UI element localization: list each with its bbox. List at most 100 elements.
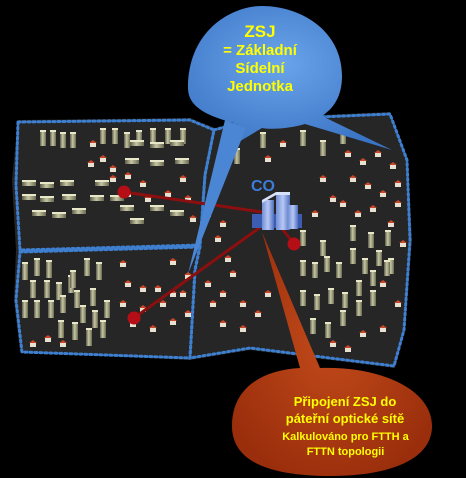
apartment-block-icon — [320, 140, 326, 156]
house-icon — [184, 310, 192, 317]
apartment-block-icon — [180, 128, 186, 144]
apartment-block-icon — [350, 248, 356, 264]
house-icon — [339, 200, 347, 207]
house-icon — [379, 325, 387, 332]
house-icon — [169, 258, 177, 265]
house-icon — [354, 210, 362, 217]
zsj-zone-border — [14, 245, 202, 360]
house-icon — [109, 175, 117, 182]
apartment-block-icon — [120, 205, 134, 211]
house-icon — [219, 290, 227, 297]
house-icon — [264, 290, 272, 297]
apartment-block-icon — [130, 140, 144, 146]
apartment-block-icon — [112, 128, 118, 144]
apartment-block-icon — [150, 128, 156, 144]
apartment-block-icon — [86, 328, 92, 346]
apartment-block-icon — [350, 225, 356, 241]
zsj-definition-line: Jednotka — [227, 78, 293, 95]
apartment-block-icon — [40, 196, 54, 202]
connection-title-line: páteřní optické sítě — [285, 411, 405, 426]
apartment-block-icon — [90, 288, 96, 306]
apartment-block-icon — [104, 300, 110, 318]
apartment-block-icon — [362, 258, 368, 274]
network-node-icon — [287, 237, 301, 251]
apartment-block-icon — [170, 210, 184, 216]
house-icon — [394, 200, 402, 207]
apartment-block-icon — [110, 195, 124, 201]
apartment-block-icon — [22, 180, 36, 186]
apartment-block-icon — [22, 300, 28, 318]
house-icon — [364, 182, 372, 189]
zsj-definition-line: = Základní — [223, 42, 297, 59]
apartment-block-icon — [72, 322, 78, 340]
buildings-layer — [22, 128, 407, 352]
house-icon — [119, 300, 127, 307]
zsj-callout — [188, 6, 392, 150]
house-icon — [179, 175, 187, 182]
house-icon — [159, 300, 167, 307]
apartment-block-icon — [48, 300, 54, 318]
house-icon — [279, 140, 287, 147]
apartment-block-icon — [92, 310, 98, 328]
house-icon — [311, 210, 319, 217]
apartment-block-icon — [34, 258, 40, 276]
apartment-block-icon — [385, 230, 391, 246]
apartment-block-icon — [356, 300, 362, 316]
connection-callout-subtitle: Kalkulováno pro FTTH a FTTN topologii — [258, 430, 433, 460]
apartment-block-icon — [40, 182, 54, 188]
apartment-block-icon — [356, 280, 362, 296]
apartment-block-icon — [175, 158, 189, 164]
fiber-link — [123, 190, 263, 214]
apartment-block-icon — [34, 300, 40, 318]
house-icon — [189, 215, 197, 222]
apartment-block-icon — [56, 282, 62, 300]
house-icon — [87, 160, 95, 167]
apartment-block-icon — [96, 262, 102, 280]
house-icon — [139, 180, 147, 187]
house-icon — [44, 335, 52, 342]
house-icon — [119, 260, 127, 267]
apartment-block-icon — [100, 320, 106, 338]
apartment-block-icon — [376, 250, 382, 266]
house-icon — [369, 205, 377, 212]
house-icon — [29, 340, 37, 347]
apartment-block-icon — [22, 194, 36, 200]
fiber-link — [133, 224, 263, 320]
apartment-block-icon — [150, 205, 164, 211]
house-icon — [224, 255, 232, 262]
house-icon — [359, 330, 367, 337]
apartment-block-icon — [72, 208, 86, 214]
apartment-block-icon — [342, 292, 348, 308]
house-icon — [209, 300, 217, 307]
house-icon — [394, 180, 402, 187]
house-icon — [344, 150, 352, 157]
apartment-block-icon — [136, 130, 142, 146]
apartment-block-icon — [62, 194, 76, 200]
house-icon — [239, 300, 247, 307]
network-node-icon — [127, 311, 141, 325]
apartment-block-icon — [74, 290, 80, 308]
apartment-block-icon — [150, 160, 164, 166]
apartment-block-icon — [84, 258, 90, 276]
zsj-zone-borders — [14, 112, 412, 368]
apartment-block-icon — [300, 230, 306, 246]
apartment-block-icon — [60, 132, 66, 148]
house-icon — [204, 280, 212, 287]
apartment-block-icon — [58, 320, 64, 338]
apartment-block-icon — [384, 260, 390, 276]
apartment-block-icon — [165, 128, 171, 144]
house-icon — [109, 165, 117, 172]
house-icon — [394, 300, 402, 307]
apartment-block-icon — [300, 130, 306, 146]
house-icon — [329, 195, 337, 202]
zsj-callout-pointer — [188, 120, 246, 274]
apartment-block-icon — [30, 280, 36, 298]
house-icon — [387, 220, 395, 227]
apartment-block-icon — [170, 140, 184, 146]
connection-callout — [232, 232, 432, 476]
apartment-block-icon — [314, 294, 320, 310]
house-icon — [219, 220, 227, 227]
apartment-block-icon — [325, 322, 331, 338]
apartment-block-icon — [370, 270, 376, 286]
